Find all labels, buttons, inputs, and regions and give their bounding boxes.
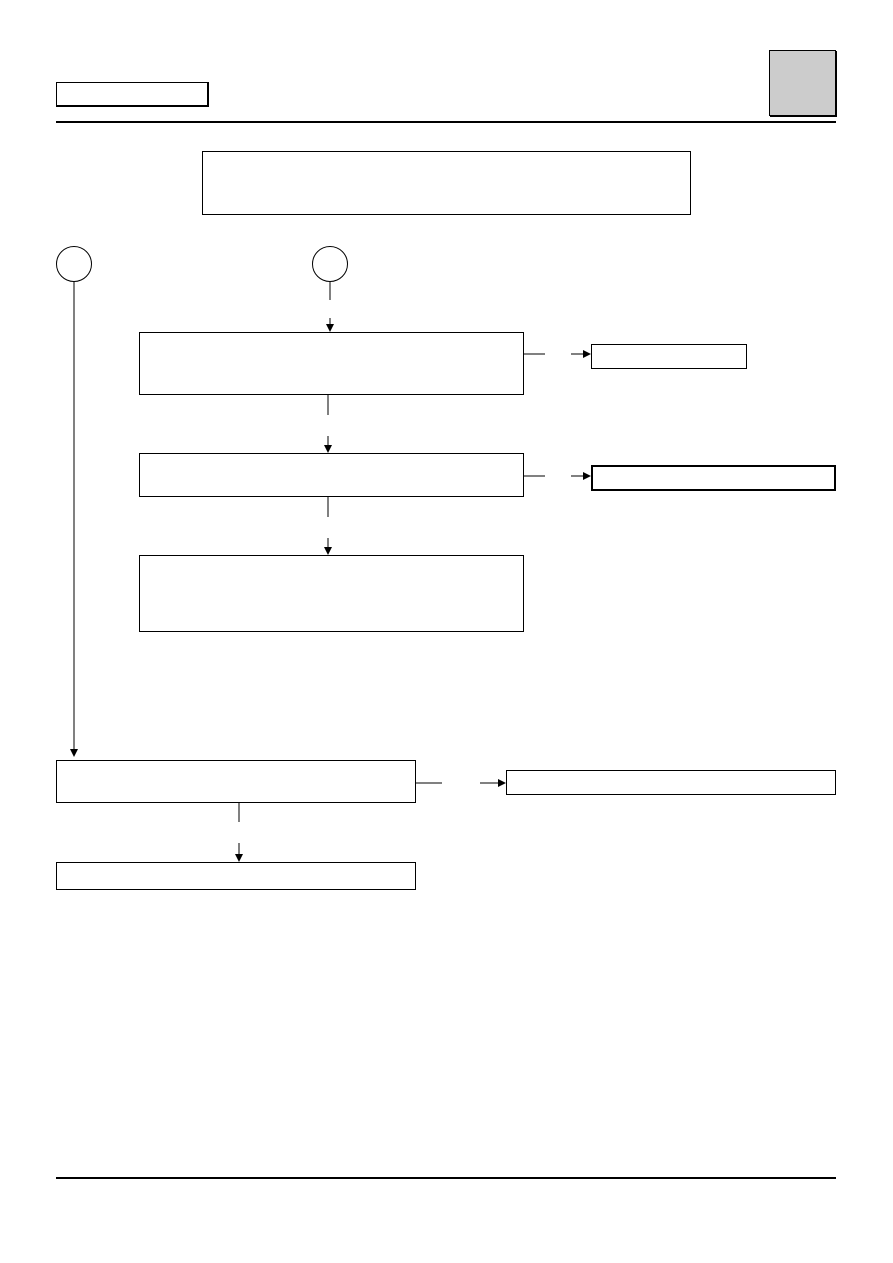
step-2-no-box: [591, 465, 836, 491]
connector-circle-left: [56, 246, 92, 282]
step-4-box: [56, 760, 416, 803]
step-1-no-box: [591, 344, 747, 369]
footer-rule: [56, 1177, 836, 1179]
connector-circle-right: [312, 246, 348, 282]
step-1-box: [139, 332, 524, 395]
step-3-box: [139, 555, 524, 632]
section-tab: [769, 50, 836, 116]
header-tag-box: [56, 82, 209, 107]
step-5-box: [56, 862, 416, 890]
step-2-box: [139, 453, 524, 497]
step-4-no-box: [506, 770, 836, 795]
header-rule: [56, 121, 836, 123]
title-box: [202, 151, 691, 215]
